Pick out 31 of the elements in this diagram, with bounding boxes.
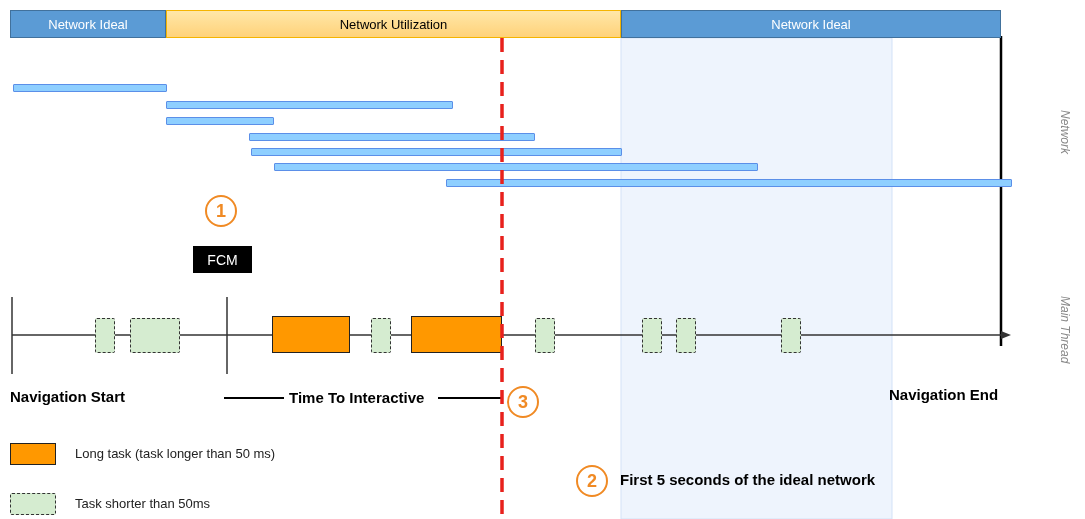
marker-label: FCM [193,246,252,273]
short-task-block [95,318,115,353]
timeline-label: Navigation Start [10,388,126,405]
annotation-text: First 5 seconds of the ideal network [620,471,876,488]
short-task-block [781,318,801,353]
short-task-block [371,318,391,353]
axis-label: Network [1058,110,1072,154]
legend-label: Task shorter than 50ms [75,496,211,511]
short-task-block [676,318,696,353]
timeline-label: Time To Interactive [289,389,425,406]
short-task-block [130,318,180,353]
network-request-bar [251,148,622,156]
network-request-bar [13,84,167,92]
network-request-bar [249,133,535,141]
long-task-block [411,316,502,353]
timeline-label: Navigation End [889,386,999,403]
callout-number: 2 [576,465,608,497]
legend-label: Long task (task longer than 50 ms) [75,446,276,461]
axis-label: Main Thread [1058,296,1072,364]
network-request-bar [274,163,758,171]
long-task-block [272,316,350,353]
callout-number: 1 [205,195,237,227]
phase-band: Network Utilization [166,10,621,38]
phase-band: Network Ideal [10,10,166,38]
phase-band: Network Ideal [621,10,1001,38]
network-request-bar [446,179,1012,187]
network-request-bar [166,117,274,125]
short-task-block [642,318,662,353]
short-task-block [535,318,555,353]
callout-number: 3 [507,386,539,418]
network-request-bar [166,101,453,109]
